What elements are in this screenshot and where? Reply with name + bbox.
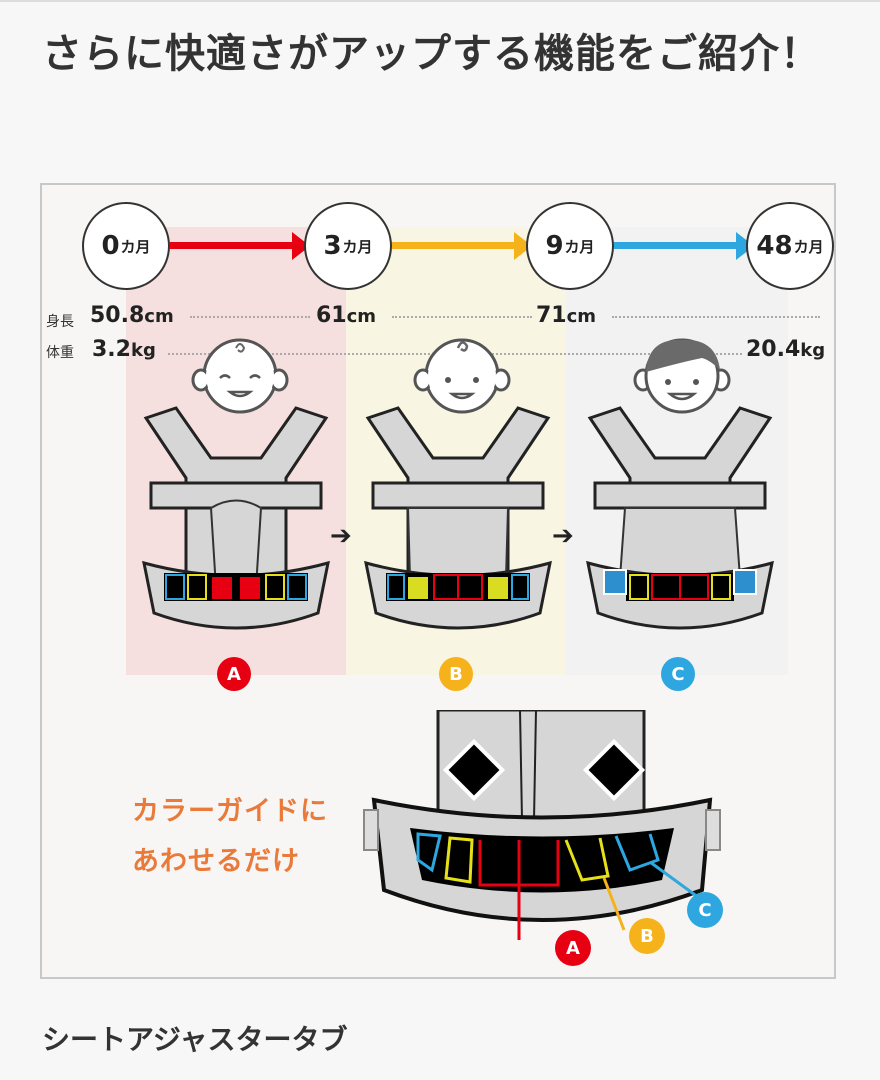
stage-unit: カ月 xyxy=(120,237,151,256)
weight-48-months: 20.4kg xyxy=(746,337,825,362)
stage-number: 48 xyxy=(756,231,793,261)
unit: kg xyxy=(130,340,156,361)
top-divider xyxy=(0,0,880,2)
carrier-mode-a-illustration xyxy=(142,406,330,630)
value: 50.8 xyxy=(90,303,145,328)
height-dotted-line xyxy=(612,316,820,318)
height-3-months: 61cm xyxy=(316,303,376,328)
arrow-9-to-48 xyxy=(614,242,738,249)
value: 20.4 xyxy=(746,337,801,362)
weight-label: 体重 xyxy=(46,345,74,361)
stage-number: 0 xyxy=(101,231,120,261)
guide-text-line1: カラーガイドに xyxy=(132,796,328,827)
stage-unit: カ月 xyxy=(564,237,595,256)
arrow-0-to-3 xyxy=(170,242,294,249)
height-9-months: 71cm xyxy=(536,303,596,328)
stage-number: 9 xyxy=(545,231,564,261)
carrier-mode-b-illustration xyxy=(364,406,552,630)
callout-c-badge: C xyxy=(687,892,723,928)
weight-0-months: 3.2kg xyxy=(92,337,156,362)
callout-b-badge: B xyxy=(629,918,665,954)
page-title: さらに快適さがアップする機能をご紹介！ xyxy=(42,31,821,77)
height-0-months: 50.8cm xyxy=(90,303,174,328)
value: 3.2 xyxy=(92,337,131,362)
guide-text-line2: あわせるだけ xyxy=(132,846,300,877)
step-arrow-icon: ➔ xyxy=(552,521,574,551)
stage-unit: カ月 xyxy=(793,237,824,256)
waistbelt-closeup-illustration xyxy=(363,710,721,940)
newborn-face-icon xyxy=(191,338,289,414)
mode-a-badge: A xyxy=(217,657,251,691)
stage-number: 3 xyxy=(323,231,342,261)
infant-face-icon xyxy=(413,338,511,414)
height-dotted-line xyxy=(392,316,532,318)
mode-b-badge: B xyxy=(439,657,473,691)
mode-c-badge: C xyxy=(661,657,695,691)
toddler-face-icon xyxy=(633,338,731,414)
height-dotted-line xyxy=(190,316,310,318)
step-arrow-icon: ➔ xyxy=(330,521,352,551)
arrow-3-to-9 xyxy=(392,242,516,249)
value: 71 xyxy=(536,303,567,328)
unit: kg xyxy=(800,340,826,361)
callout-a-badge: A xyxy=(555,930,591,966)
unit: cm xyxy=(346,306,377,327)
section-heading: シートアジャスタータブ xyxy=(42,1023,348,1056)
unit: cm xyxy=(566,306,597,327)
carrier-mode-c-illustration xyxy=(586,406,774,630)
height-label: 身長 xyxy=(46,314,74,330)
stage-unit: カ月 xyxy=(342,237,373,256)
value: 61 xyxy=(316,303,347,328)
unit: cm xyxy=(144,306,174,327)
